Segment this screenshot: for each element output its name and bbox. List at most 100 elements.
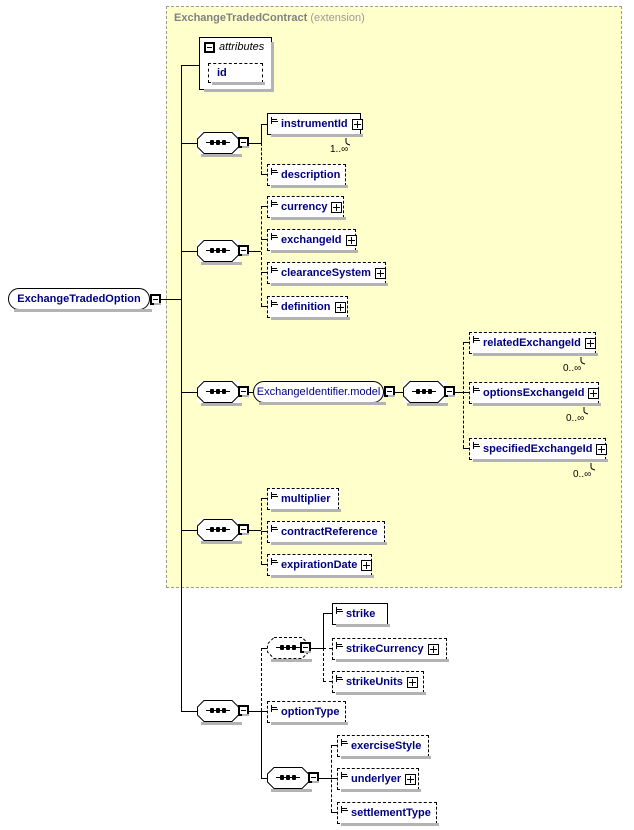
sequence-icon: [341, 772, 349, 779]
connector-trunk-to-group-instrument: [181, 143, 197, 144]
sequence-group-instrument[interactable]: [197, 132, 242, 157]
element-multiplier-label: multiplier: [281, 492, 331, 505]
connector-group-option-spine-down: [261, 711, 262, 778]
element-description-shadow: [271, 185, 348, 188]
element-underlyer[interactable]: underlyer: [337, 768, 421, 792]
element-multiplier[interactable]: multiplier: [267, 488, 341, 512]
extension-title-text: ExchangeTradedContract: [174, 12, 308, 24]
sequence-group-exercise[interactable]: [267, 767, 312, 792]
element-expirationdate-expander-plus[interactable]: [361, 559, 373, 571]
sequence-group-exchange-inner[interactable]: [403, 381, 448, 406]
element-description[interactable]: description: [267, 164, 348, 188]
element-strike[interactable]: strike: [332, 603, 390, 627]
sequence-icon: [271, 233, 279, 240]
group-instrument-expander-shadow: [242, 146, 249, 148]
element-currency[interactable]: currency: [267, 196, 346, 220]
element-settlementtype[interactable]: settlementType: [337, 802, 439, 826]
root-element-exchangetradedoption[interactable]: ExchangeTradedOption: [8, 288, 152, 312]
sequence-group-strike[interactable]: [267, 637, 312, 662]
element-specifiedexchangeid-expander-plus[interactable]: [596, 443, 608, 455]
element-exchangeid-shadow: [271, 250, 358, 253]
element-currency-shadow: [271, 217, 346, 220]
sequence-icon: [271, 492, 279, 499]
element-definition[interactable]: definition: [267, 296, 350, 320]
connector-group-instrument-riser: [261, 124, 262, 144]
connector-group-exercise-out: [319, 778, 331, 779]
element-optiontype[interactable]: optionType: [267, 701, 348, 725]
group-option-expander-minus[interactable]: [238, 705, 249, 716]
group-exercise-expander-minus[interactable]: [308, 772, 319, 783]
connector-trunk-to-group-option: [181, 711, 197, 712]
sequence-shadow-option: [201, 722, 242, 725]
sequence-group-multiplier[interactable]: [197, 519, 242, 544]
element-currency-expander-plus[interactable]: [331, 201, 343, 213]
connector-to-strikecurrency: [323, 648, 332, 649]
element-clearancesystem-shadow: [271, 283, 388, 286]
element-clearancesystem[interactable]: clearanceSystem: [267, 262, 388, 286]
connector-inner-spine: [463, 342, 464, 448]
group-ref-label: ExchangeIdentifier.model: [256, 385, 381, 398]
element-exchangeid-expander-plus[interactable]: [345, 234, 357, 246]
sequence-dots-multiplier: [206, 527, 230, 532]
attributes-shadow: [204, 89, 274, 92]
connector-to-multiplier: [261, 498, 267, 499]
element-expirationdate[interactable]: expirationDate: [267, 554, 374, 578]
sequence-group-exchange-identifier[interactable]: [197, 381, 242, 406]
root-expander-minus[interactable]: [150, 294, 161, 305]
sequence-icon: [271, 558, 279, 565]
connector-to-description: [261, 174, 267, 175]
group-exchange-inner-expander-minus[interactable]: [444, 386, 455, 397]
attribute-id[interactable]: id: [208, 63, 265, 85]
sequence-shadow-strike: [271, 659, 312, 662]
connector-group-instrument-out: [249, 143, 262, 144]
element-optionsexchangeid[interactable]: optionsExchangeId: [469, 382, 601, 406]
group-option-expander-shadow: [242, 714, 249, 716]
sequence-group-option[interactable]: [197, 700, 242, 725]
connector-group-option-spine-up: [261, 648, 262, 711]
element-exchangeid[interactable]: exchangeId: [267, 229, 358, 253]
element-relatedexchangeid-expander-plus[interactable]: [584, 337, 596, 349]
element-strikeunits-label: strikeUnits: [346, 675, 403, 688]
element-instrumentid[interactable]: instrumentId: [267, 113, 363, 137]
element-relatedexchangeid[interactable]: relatedExchangeId: [469, 332, 598, 356]
element-clearancesystem-expander-plus[interactable]: [374, 267, 386, 279]
element-optionsexchangeid-expander-plus[interactable]: [588, 387, 600, 399]
element-contractreference[interactable]: contractReference: [267, 521, 387, 545]
connector-to-exercise-sequence: [261, 778, 267, 779]
element-strikeunits[interactable]: strikeUnits: [332, 671, 426, 695]
connector-group-currency-spine: [261, 206, 262, 306]
group-strike-expander-shadow: [304, 651, 311, 653]
element-definition-expander-plus[interactable]: [334, 301, 346, 313]
element-exchangeid-label: exchangeId: [281, 233, 342, 246]
connector-to-optiontype: [261, 711, 267, 712]
sequence-dots-currency: [206, 248, 230, 253]
group-exchange-expander-minus[interactable]: [238, 386, 249, 397]
element-strikecurrency-expander-plus[interactable]: [427, 643, 439, 655]
element-strikeunits-expander-plus[interactable]: [406, 676, 418, 688]
connector-to-exercisestyle: [331, 745, 337, 746]
group-strike-expander-minus[interactable]: [300, 642, 311, 653]
sequence-icon: [271, 525, 279, 532]
element-strikecurrency[interactable]: strikeCurrency: [332, 638, 449, 662]
connector-to-definition: [261, 306, 267, 307]
element-instrumentid-shadow: [271, 134, 363, 137]
connector-to-underlyer: [331, 778, 337, 779]
element-instrumentid-expander-plus[interactable]: [351, 118, 363, 130]
relatedexchangeid-occurs: 0..∞: [563, 363, 582, 374]
element-optiontype-label: optionType: [281, 705, 340, 718]
group-currency-expander-minus[interactable]: [238, 245, 249, 256]
group-instrument-expander-minus[interactable]: [238, 137, 249, 148]
sequence-shadow-instrument: [201, 154, 242, 157]
element-specifiedexchangeid[interactable]: specifiedExchangeId: [469, 438, 608, 462]
sequence-group-currency[interactable]: [197, 240, 242, 265]
group-ref-exchangeidentifier-model[interactable]: ExchangeIdentifier.model: [253, 381, 386, 405]
group-multiplier-expander-minus[interactable]: [238, 524, 249, 535]
element-underlyer-expander-plus[interactable]: [405, 773, 417, 785]
element-multiplier-shadow: [271, 509, 341, 512]
sequence-shadow-currency: [201, 262, 242, 265]
element-exercisestyle-label: exerciseStyle: [351, 739, 422, 752]
element-exercisestyle[interactable]: exerciseStyle: [337, 735, 431, 759]
attributes-expander-minus[interactable]: [204, 41, 215, 53]
group-ref-expander-minus[interactable]: [384, 386, 395, 397]
